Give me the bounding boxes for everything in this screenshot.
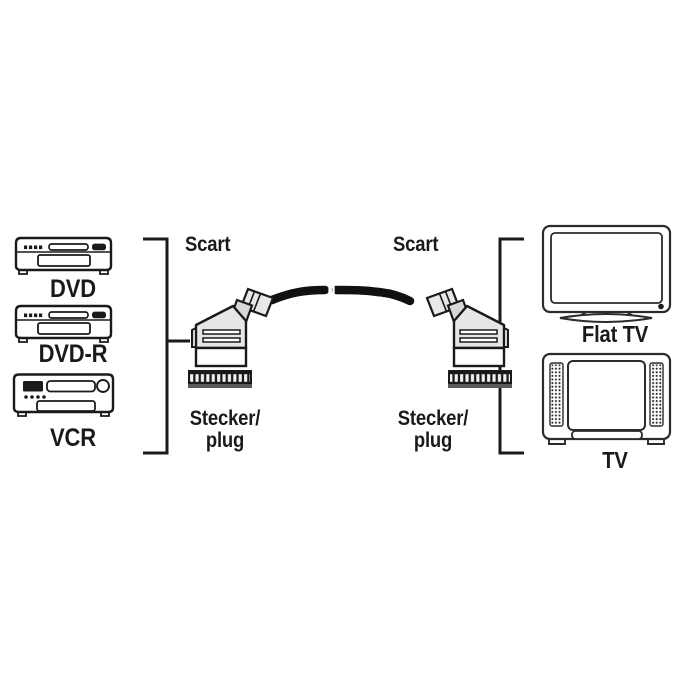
label-scart-right: Scart: [393, 233, 439, 256]
vcr-icon: [12, 373, 115, 417]
label-dvd-r: DVD-R: [38, 340, 108, 368]
label-tv: TV: [602, 447, 628, 473]
label-vcr: VCR: [50, 424, 96, 452]
crt-tv-icon: [541, 352, 672, 445]
label-plug-right: Stecker/ plug: [397, 407, 469, 453]
label-scart-left: Scart: [185, 233, 231, 256]
scart-cable: [267, 283, 415, 306]
label-plug-left: Stecker/ plug: [189, 407, 261, 453]
scart-pin-strip-left: [188, 370, 252, 388]
dvd-player-icon: [14, 236, 113, 275]
flat-tv-icon: [541, 224, 672, 323]
scart-plug-icon-left: [188, 287, 275, 388]
scart-pin-strip-right: [448, 370, 512, 388]
label-dvd: DVD: [50, 275, 96, 303]
scart-plug-icon-right: [425, 287, 512, 388]
label-flat-tv: Flat TV: [581, 321, 649, 347]
dvd-recorder-icon: [14, 304, 113, 343]
source-devices-bracket: [143, 237, 190, 455]
